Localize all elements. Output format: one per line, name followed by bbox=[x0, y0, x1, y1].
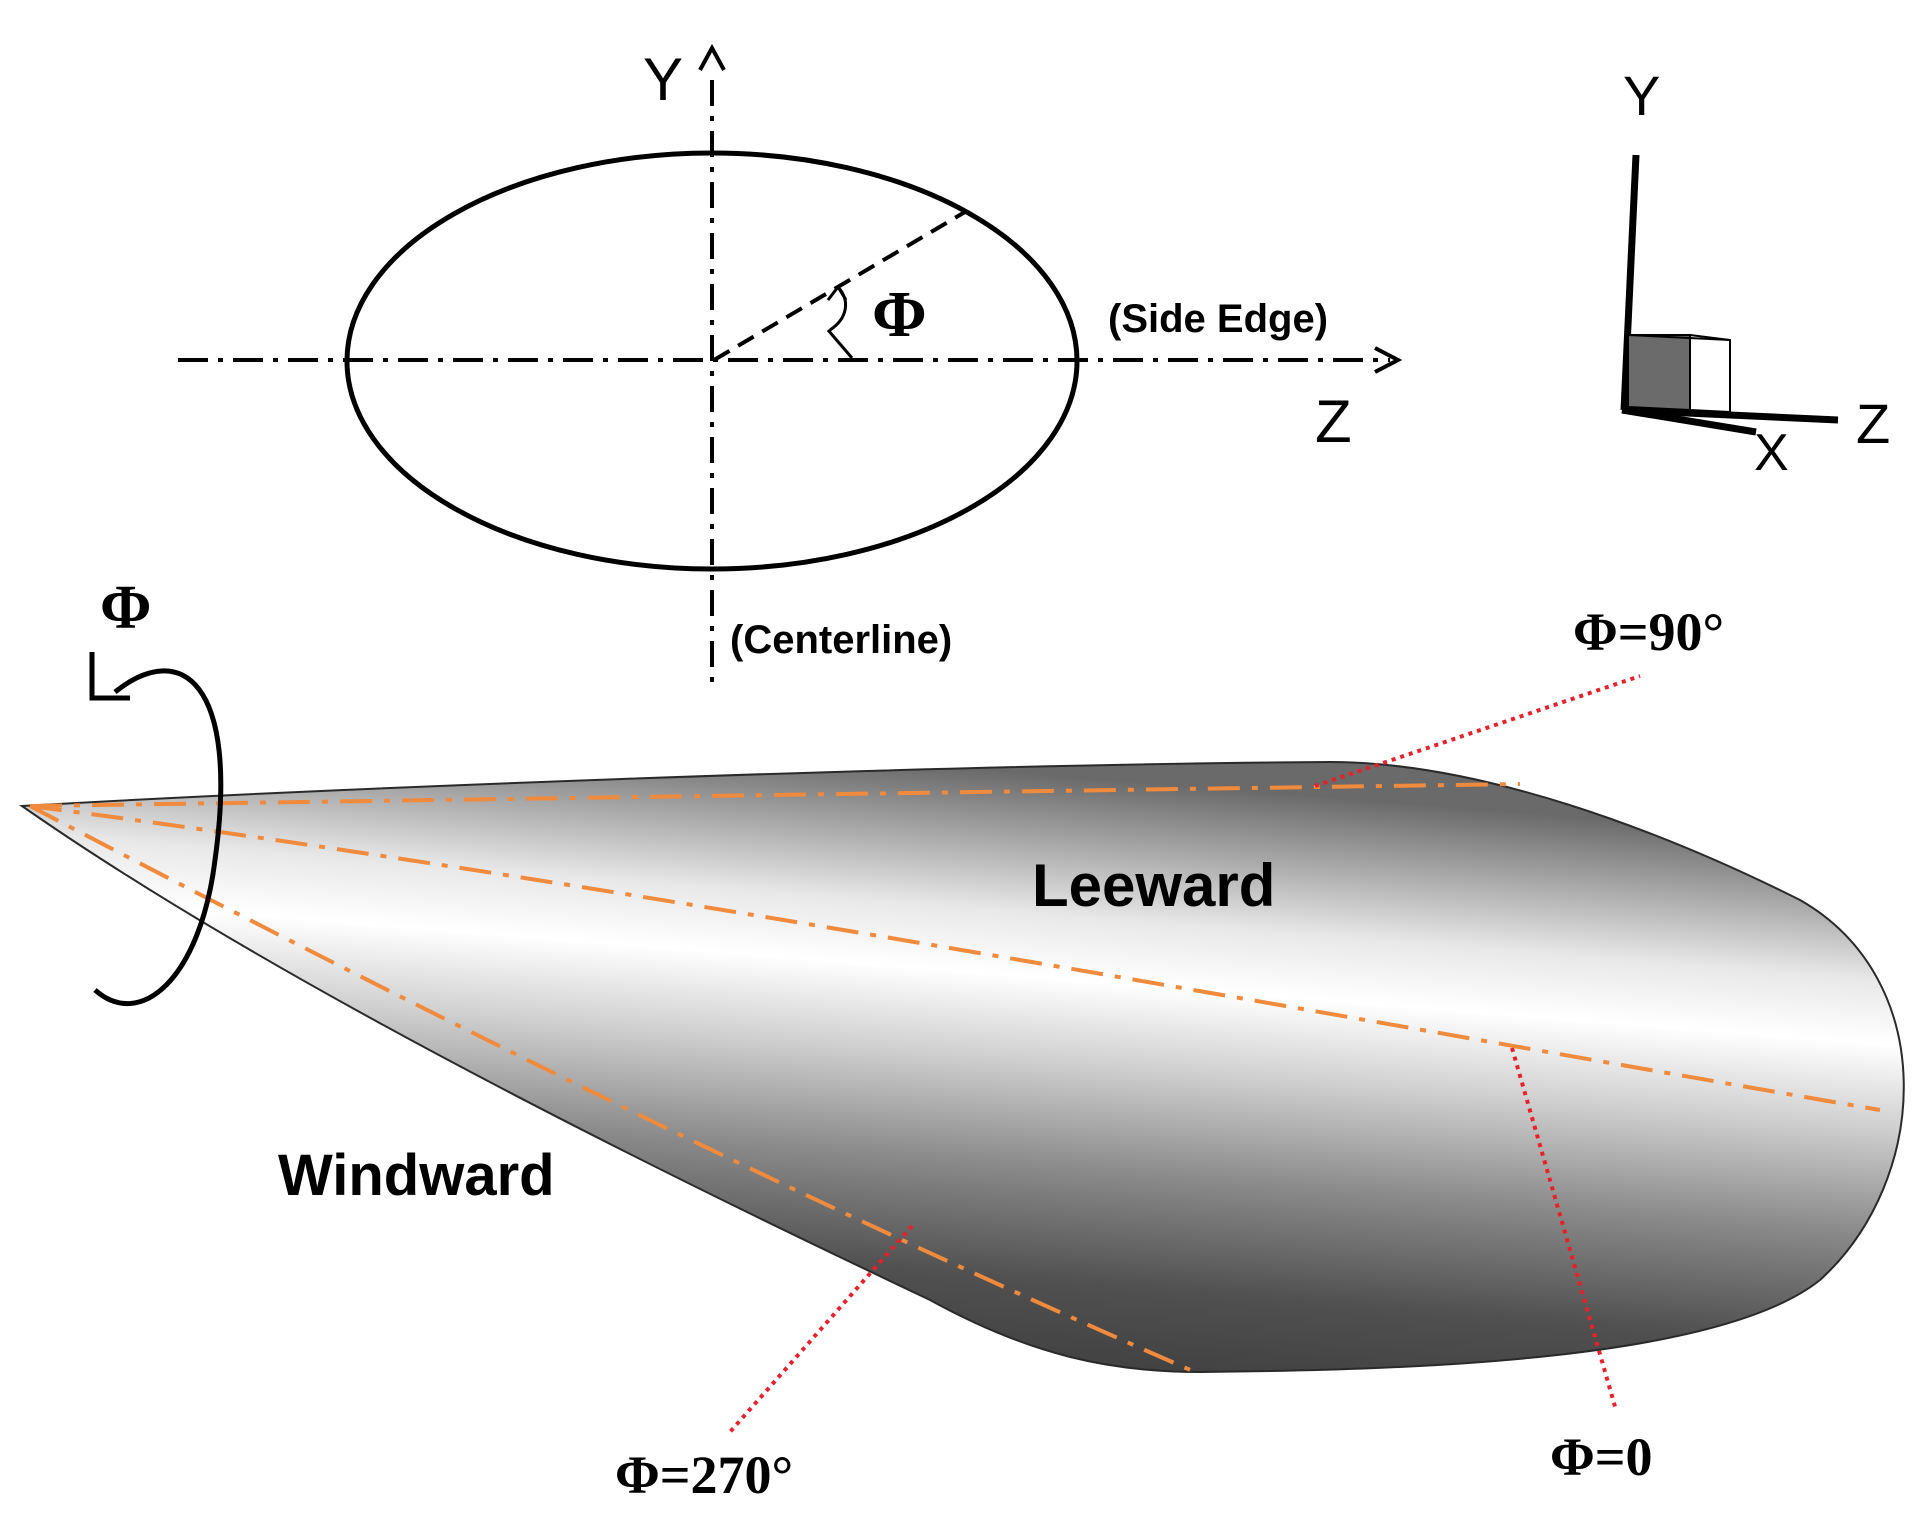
side-edge-label: (Side Edge) bbox=[1108, 297, 1328, 341]
cross-section: Y Z Φ (Side Edge) (Centerline) bbox=[178, 43, 1403, 690]
triad-cube-light-face bbox=[1689, 333, 1731, 414]
guide-line-0 bbox=[29, 804, 1881, 1112]
centerline-label: (Centerline) bbox=[730, 618, 952, 662]
triad-y-label: Y bbox=[1623, 64, 1660, 127]
angle-label: Φ bbox=[872, 278, 927, 351]
triad-y-axis bbox=[1620, 154, 1640, 411]
windward-label: Windward bbox=[278, 1143, 555, 1208]
triad-z-axis bbox=[1621, 406, 1839, 424]
leader-phi-90 bbox=[1314, 674, 1641, 788]
guide-line-270 bbox=[29, 804, 1196, 1374]
leader-phi-270 bbox=[728, 1224, 914, 1434]
triad-x-label: X bbox=[1754, 424, 1789, 482]
body-surface bbox=[19, 760, 1905, 1374]
rotation-arrowhead bbox=[89, 652, 130, 701]
guide-line-90 bbox=[29, 782, 1521, 808]
triad-cube-dark-face bbox=[1627, 334, 1691, 412]
body-view: Φ Leeward Windward Φ=90° Φ=0 Φ=270° bbox=[19, 574, 1905, 1505]
phi-0-label: Φ=0 bbox=[1550, 1427, 1653, 1487]
cross-section-ellipse bbox=[344, 150, 1080, 572]
coordinate-triad: Y Z X bbox=[1620, 64, 1890, 482]
rotation-arrow bbox=[93, 668, 224, 1007]
y-axis-label: Y bbox=[643, 46, 683, 113]
phi-270-label: Φ=270° bbox=[615, 1445, 793, 1505]
triad-z-label: Z bbox=[1856, 392, 1890, 455]
leeward-label: Leeward bbox=[1032, 852, 1275, 919]
angle-arc-arrowhead bbox=[826, 284, 848, 301]
z-axis-arrowhead bbox=[1374, 346, 1403, 374]
phi-90-label: Φ=90° bbox=[1573, 602, 1724, 662]
triad-x-axis bbox=[1621, 406, 1757, 436]
y-axis-arrowhead bbox=[698, 43, 726, 71]
triad-cube-top-edge bbox=[1627, 334, 1731, 341]
rotation-label: Φ bbox=[100, 574, 151, 642]
z-axis-label: Z bbox=[1315, 388, 1352, 455]
angle-ray bbox=[712, 210, 967, 362]
